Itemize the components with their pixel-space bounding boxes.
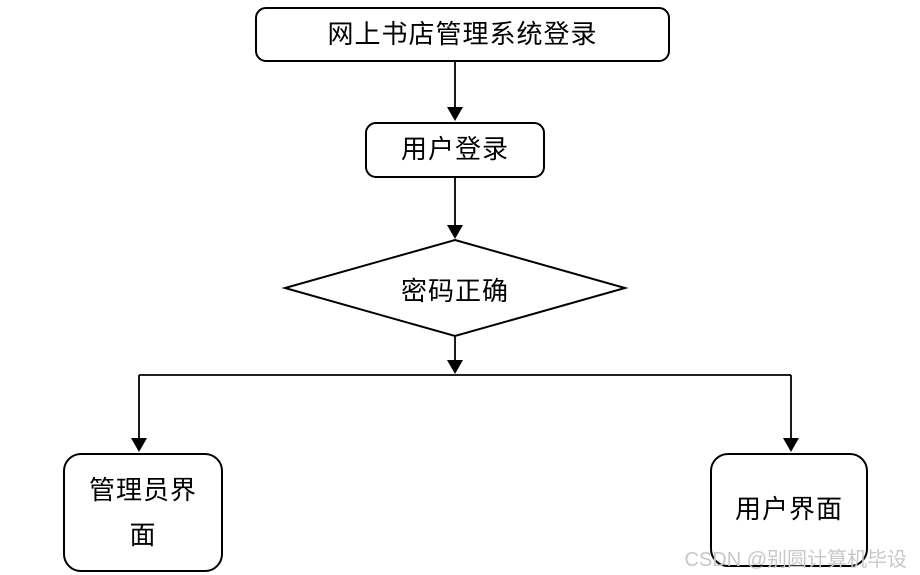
node-admin-label-line1: 管理员界 [88,475,197,505]
arrowhead-start-login [447,107,463,121]
node-user: 用户界面 [710,453,868,567]
arrowhead-split-admin [131,438,147,452]
arrowhead-split-user [783,438,799,452]
node-login: 用户登录 [365,122,545,178]
node-user-label: 用户界面 [734,495,843,525]
node-admin: 管理员界 面 [63,453,223,572]
node-login-label: 用户登录 [400,135,509,165]
node-start-label: 网上书店管理系统登录 [327,19,598,49]
node-admin-label-line2: 面 [129,520,157,550]
watermark: CSDN @别圆计算机毕设 [684,549,907,571]
arrowhead-decision-split [447,360,463,374]
arrowhead-login-decision [447,225,463,239]
node-decision-label: 密码正确 [400,277,509,306]
node-start: 网上书店管理系统登录 [255,7,670,62]
